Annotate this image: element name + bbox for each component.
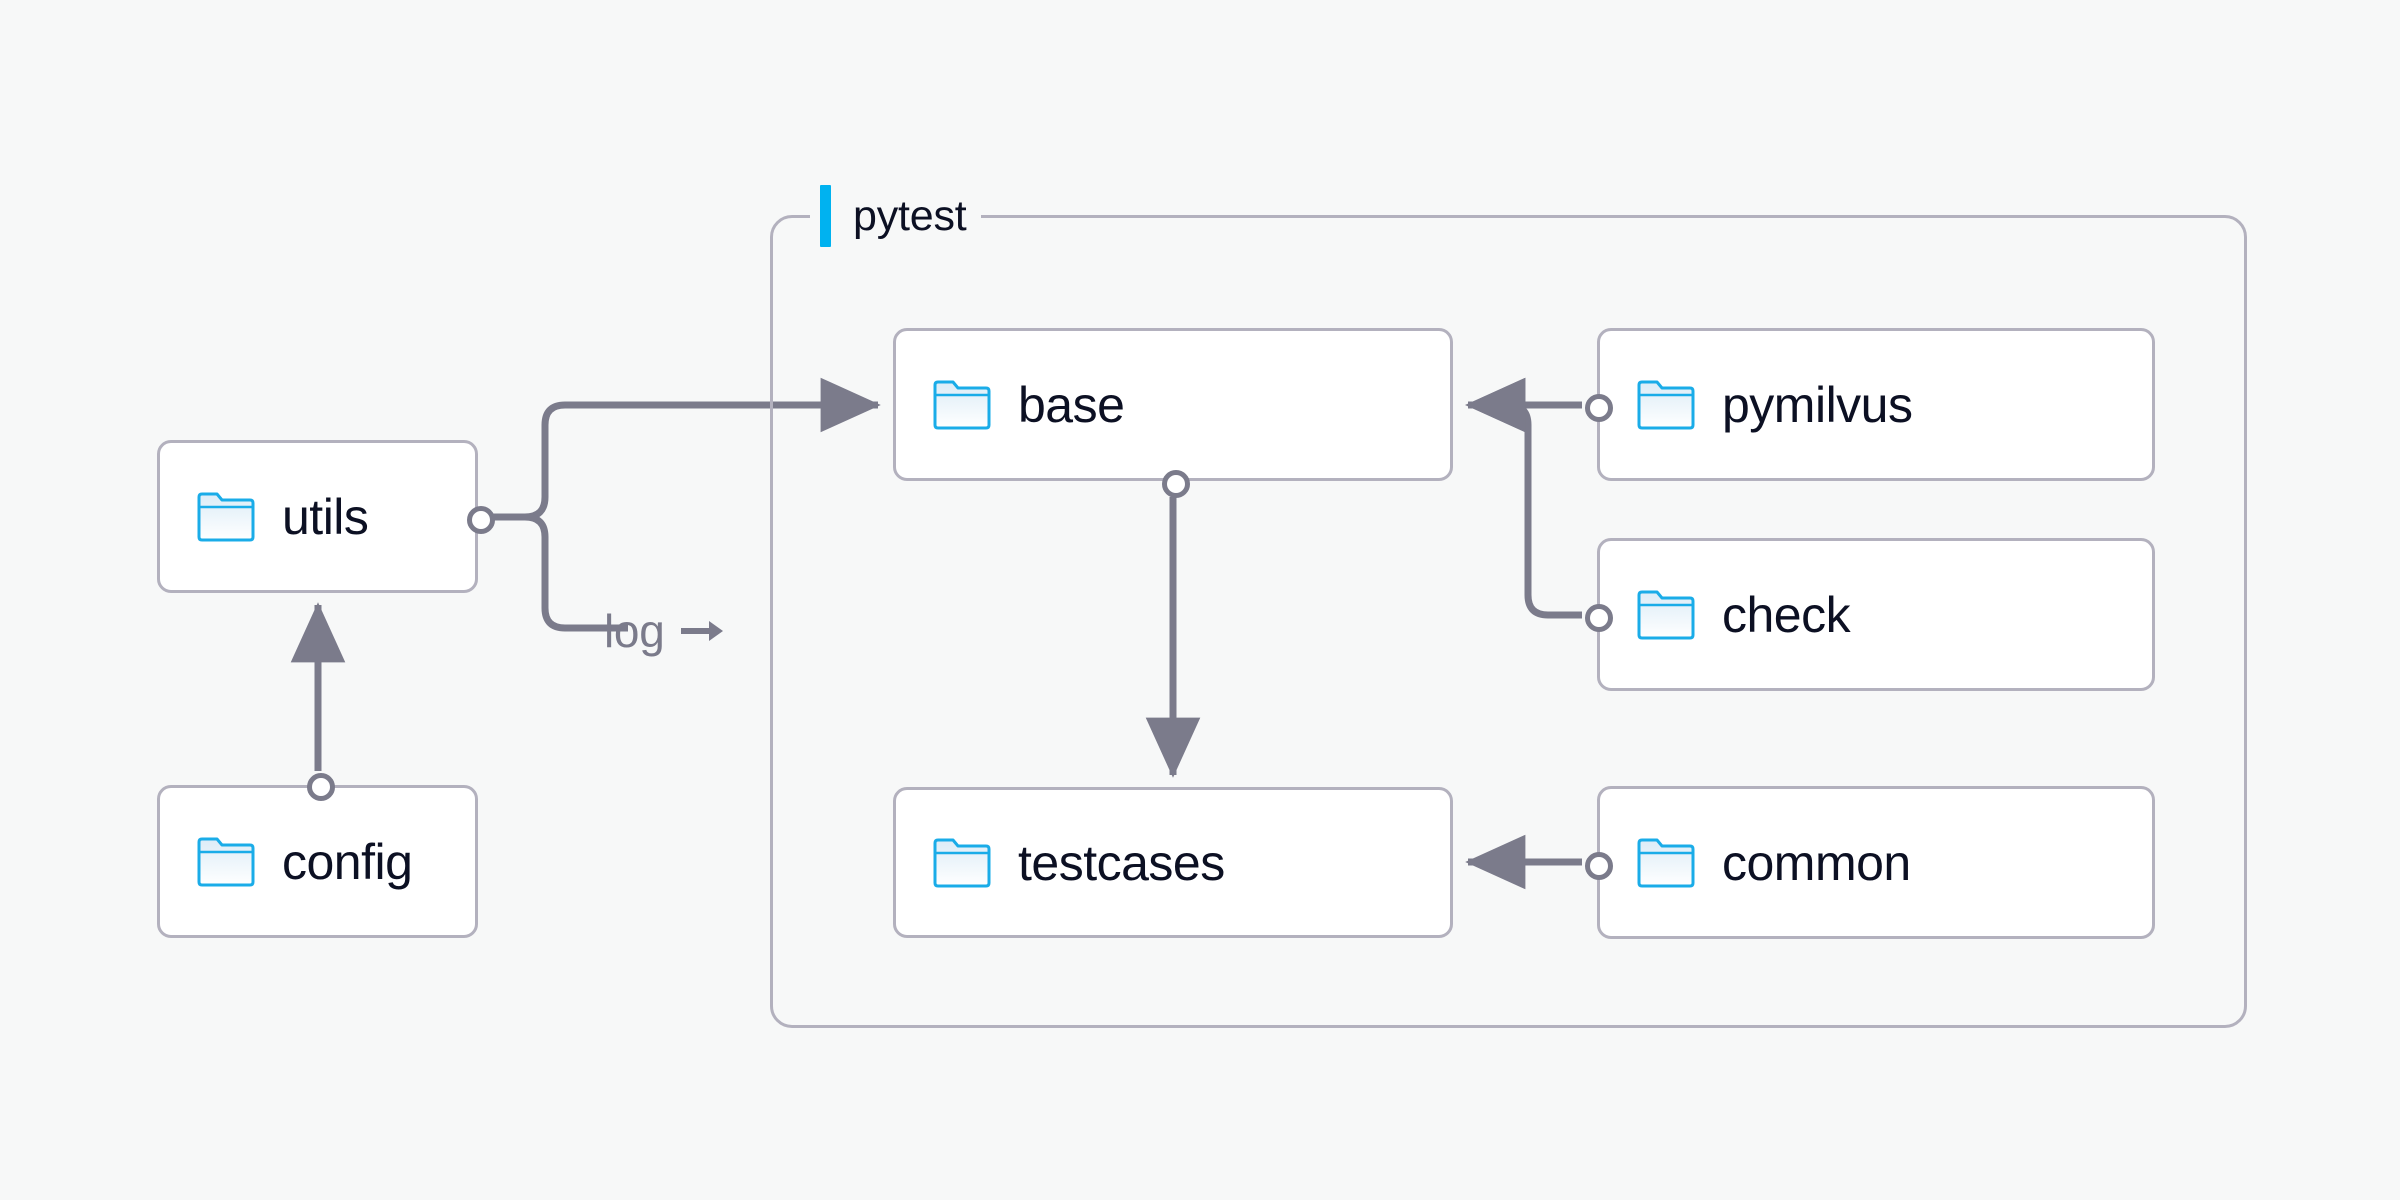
- node-label-utils: utils: [282, 488, 369, 545]
- folder-icon: [1637, 838, 1695, 887]
- node-label-pymilvus: pymilvus: [1722, 376, 1913, 433]
- node-label-check: check: [1722, 586, 1851, 643]
- node-label-common: common: [1722, 834, 1911, 891]
- arrow-right-icon: [680, 621, 723, 641]
- folder-icon: [933, 380, 991, 429]
- node-config[interactable]: config: [157, 773, 478, 938]
- folder-icon: [933, 838, 991, 887]
- folder-icon: [197, 837, 255, 886]
- pytest-group-label[interactable]: pytest: [810, 184, 981, 248]
- node-label-testcases: testcases: [1018, 834, 1225, 891]
- handle-common-left[interactable]: [1585, 852, 1613, 880]
- node-check[interactable]: check: [1585, 538, 2155, 691]
- node-utils[interactable]: utils: [157, 440, 495, 593]
- edge-label-log[interactable]: log: [604, 604, 725, 658]
- node-testcases[interactable]: testcases: [893, 787, 1453, 938]
- handle-pymilvus-left[interactable]: [1585, 394, 1613, 422]
- handle-utils-right[interactable]: [467, 506, 495, 534]
- node-pymilvus[interactable]: pymilvus: [1585, 328, 2155, 481]
- handle-base-bottom[interactable]: [1162, 470, 1190, 498]
- handle-config-top[interactable]: [307, 773, 335, 801]
- node-label-config: config: [282, 833, 413, 890]
- folder-icon: [1637, 380, 1695, 429]
- pytest-group-container[interactable]: [770, 215, 2247, 1028]
- group-label-text: pytest: [853, 191, 967, 240]
- folder-icon: [197, 492, 255, 541]
- group-accent-bar: [820, 185, 831, 247]
- handle-check-left[interactable]: [1585, 604, 1613, 632]
- node-common[interactable]: common: [1585, 786, 2155, 939]
- node-base[interactable]: base: [893, 328, 1453, 498]
- folder-icon: [1637, 590, 1695, 639]
- node-label-base: base: [1018, 376, 1125, 433]
- edge-label-log-text: log: [604, 605, 665, 657]
